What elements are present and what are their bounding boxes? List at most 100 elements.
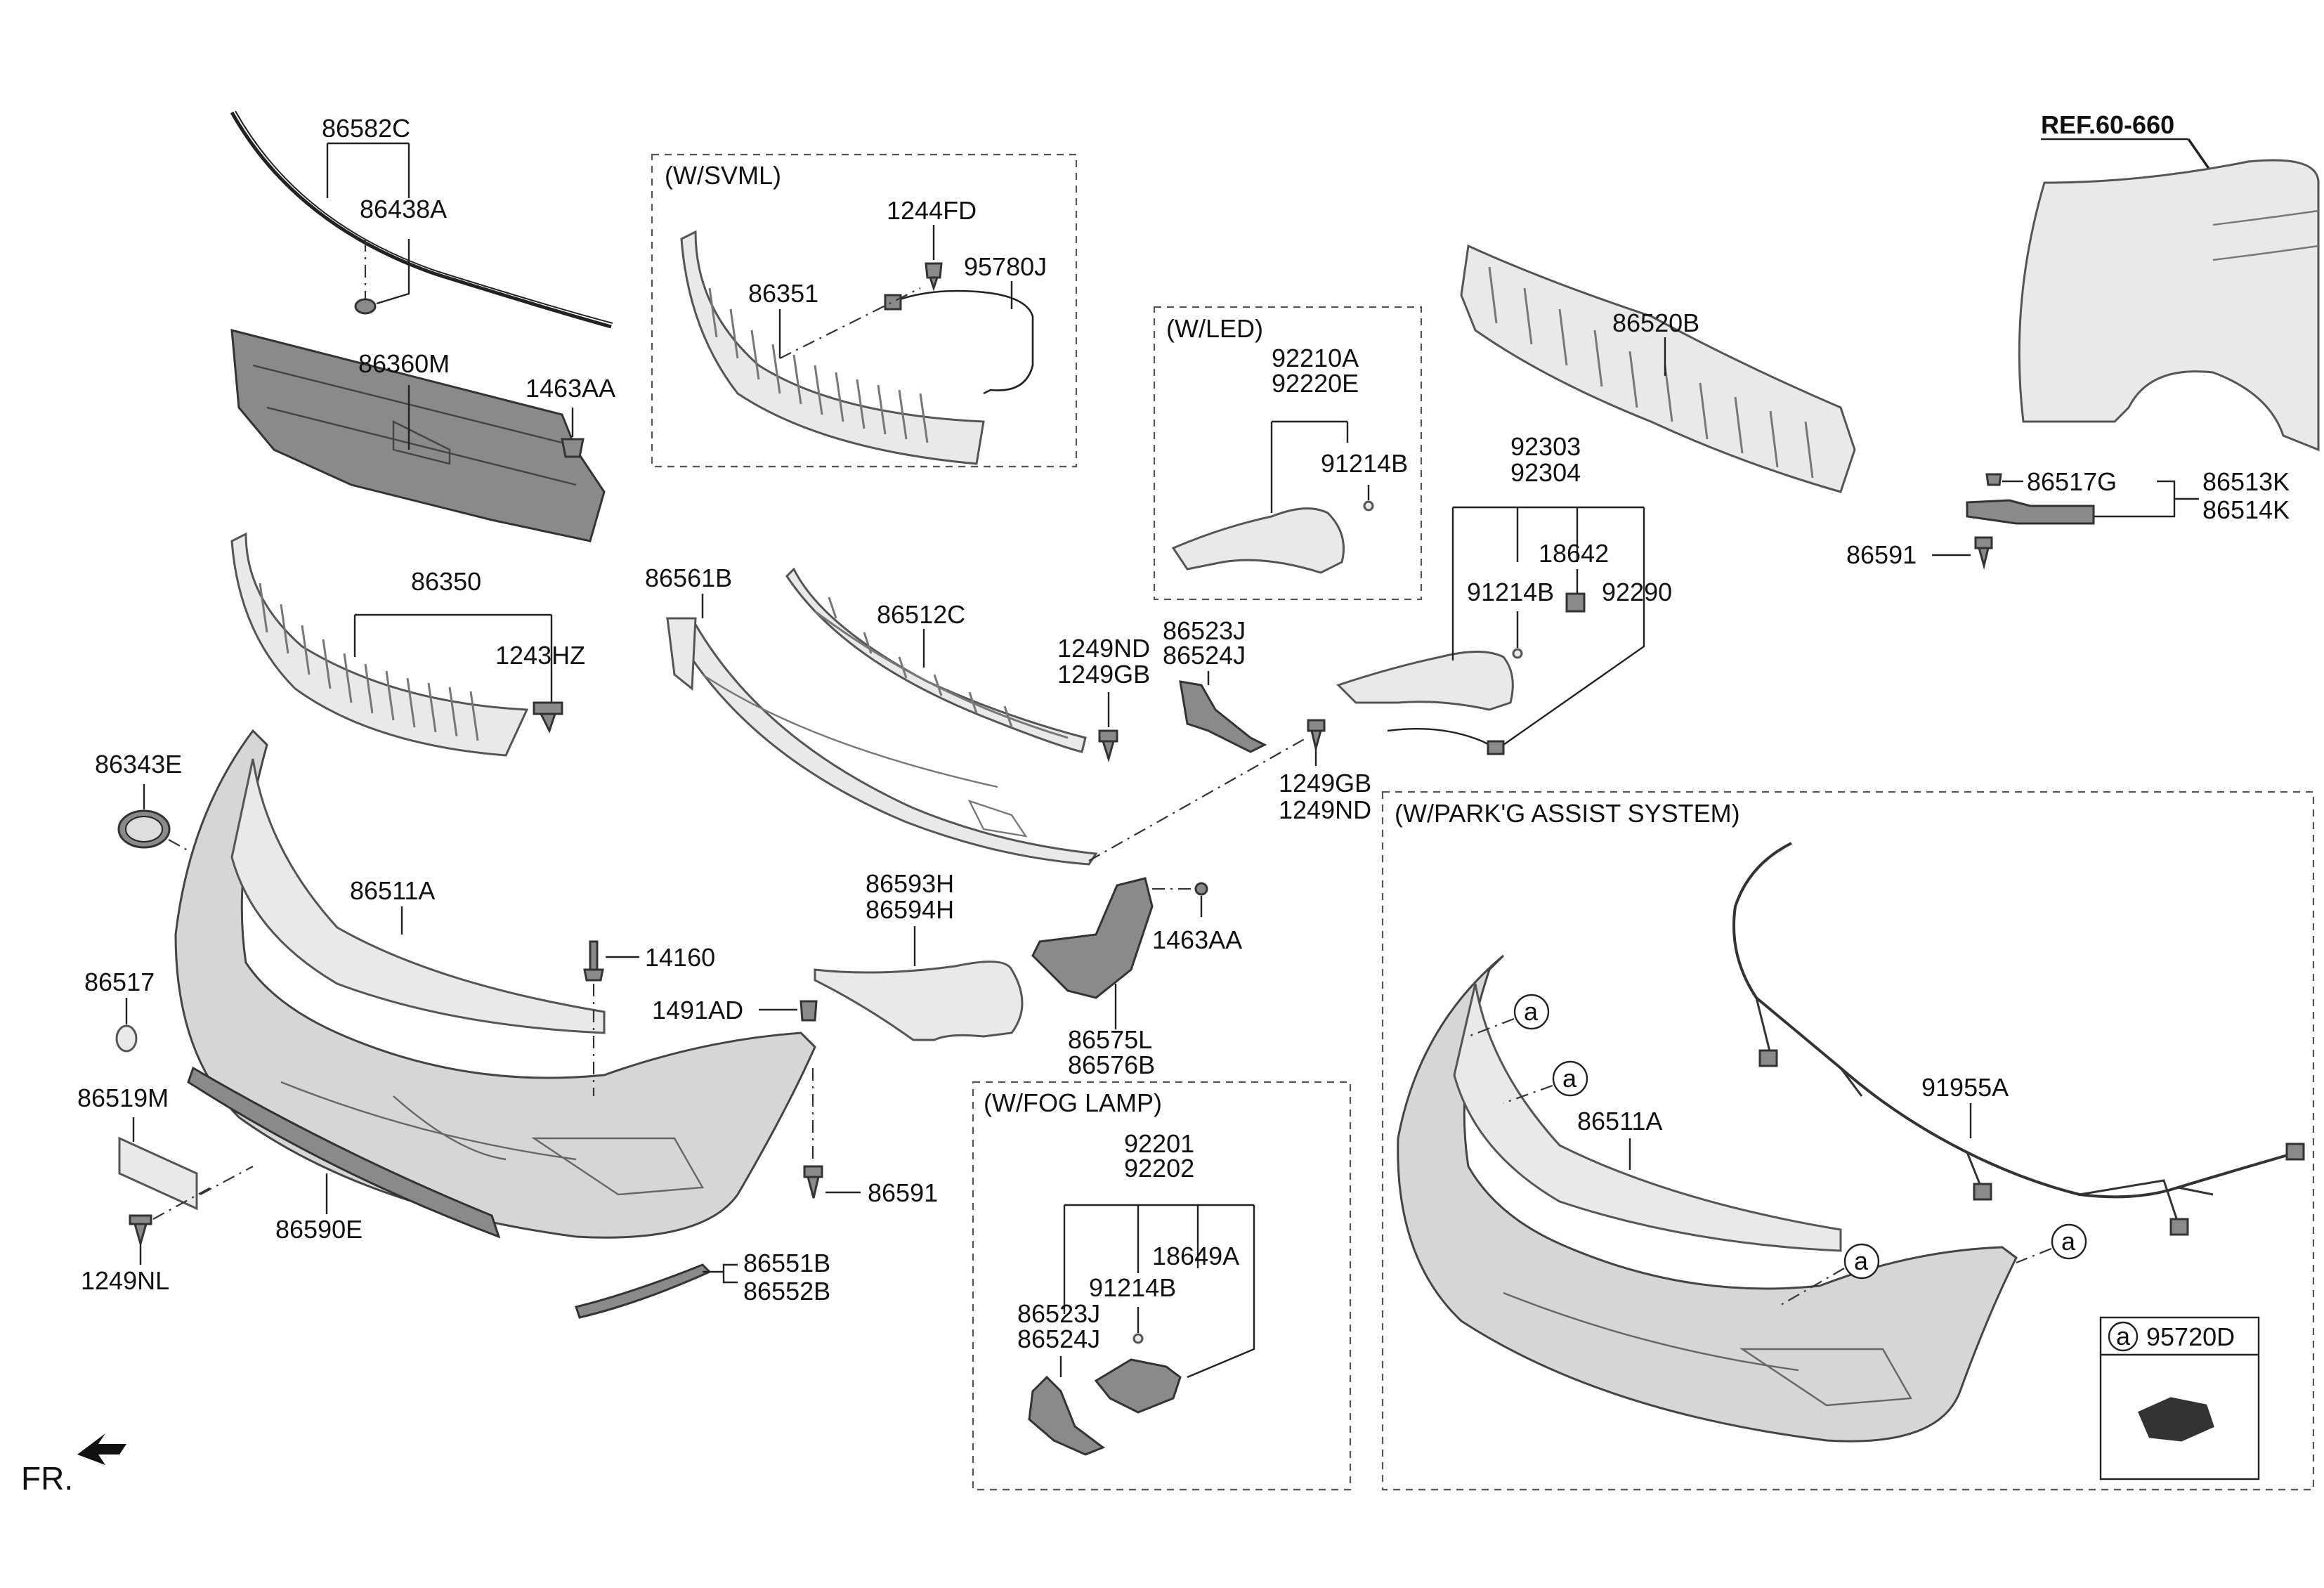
label-86511A-b: 86511A: [1577, 1107, 1662, 1135]
bolt-86591-a: [803, 1165, 823, 1199]
bulb-91214B-c: [1132, 1333, 1144, 1344]
label-86520B: 86520B: [1612, 308, 1699, 337]
sensor-marker-a-2: a: [1552, 1060, 1588, 1097]
label-18649A: 18649A: [1152, 1242, 1239, 1270]
lamp-bracket-86575L: [1031, 877, 1154, 999]
sensor-marker-a-5: a: [2108, 1321, 2139, 1352]
clip-1463AA-b: [1194, 882, 1208, 896]
clip-86438A: [354, 298, 377, 315]
label-86517: 86517: [84, 968, 155, 996]
label-86350: 86350: [411, 567, 481, 596]
screw-1243HZ: [533, 701, 563, 734]
label-86593H: 86593H: [866, 869, 954, 898]
bracket-86513K: [1966, 499, 2095, 525]
label-95780J: 95780J: [964, 252, 1047, 281]
label-91214B-c: 91214B: [1089, 1273, 1176, 1302]
bracket-86523J-a: [1179, 680, 1267, 753]
socket-18642: [1565, 592, 1586, 613]
box-park-title: (W/PARK'G ASSIST SYSTEM): [1395, 799, 1740, 828]
label-1249GB-b: 1249GB: [1279, 769, 1371, 798]
moulding-strip-86582C: [230, 111, 612, 329]
grille-86350: [230, 532, 529, 757]
drl-lamp-92303: [1336, 651, 1514, 711]
label-91214B-b: 91214B: [1467, 578, 1554, 606]
label-86343E: 86343E: [95, 750, 182, 779]
label-86591-b: 86591: [1846, 540, 1917, 569]
svg-text:a: a: [1524, 997, 1539, 1026]
screw-1249GB-b: [1307, 719, 1326, 753]
plate-bracket-86519M: [118, 1136, 198, 1211]
label-86514K: 86514K: [2202, 495, 2290, 524]
drl-lamp-92210A: [1171, 507, 1345, 574]
label-92304: 92304: [1510, 458, 1581, 487]
svg-text:a: a: [2061, 1227, 2076, 1256]
label-86360M: 86360M: [358, 349, 450, 378]
label-1463AA-a: 1463AA: [525, 374, 615, 403]
label-86519M: 86519M: [77, 1083, 169, 1112]
bulb-91214B-a: [1363, 500, 1374, 512]
label-92303: 92303: [1510, 432, 1581, 461]
harness-92290: [1387, 727, 1497, 750]
label-91955A: 91955A: [1921, 1073, 2009, 1102]
label-86575L: 86575L: [1068, 1025, 1152, 1054]
label-86523J-a: 86523J: [1163, 616, 1246, 645]
sensor-marker-a-4: a: [2051, 1223, 2087, 1260]
sensor-marker-a-3: a: [1843, 1243, 1880, 1280]
label-91214B-a: 91214B: [1321, 449, 1408, 478]
label-86582C: 86582C: [322, 114, 410, 143]
reflector-strip-86551B: [575, 1263, 712, 1319]
label-fr: FR.: [21, 1460, 73, 1497]
bolt-14160: [583, 940, 604, 982]
screw-1244FD: [925, 262, 943, 292]
box-svml-title: (W/SVML): [665, 161, 781, 190]
label-86438A: 86438A: [360, 195, 447, 223]
energy-absorber-86520B: [1460, 244, 1856, 493]
label-86517G: 86517G: [2027, 467, 2117, 496]
ultrasonic-sensor-95720D: [2138, 1397, 2214, 1442]
label-1249NL: 1249NL: [81, 1266, 169, 1295]
label-86552B: 86552B: [743, 1277, 830, 1306]
label-86511A: 86511A: [350, 876, 435, 905]
fender-ref-60-660: [2018, 159, 2320, 452]
label-86594H: 86594H: [866, 895, 954, 924]
bulb-91214B-b: [1512, 648, 1523, 659]
label-86523J-b: 86523J: [1017, 1299, 1100, 1328]
label-92290: 92290: [1602, 578, 1672, 606]
lamp-cover-86593H: [814, 961, 1024, 1041]
label-1249ND-a: 1249ND: [1057, 634, 1150, 663]
label-95720D: 95720D: [2146, 1322, 2235, 1351]
label-92201: 92201: [1124, 1129, 1194, 1158]
box-park: [1381, 790, 2315, 1491]
label-18642: 18642: [1539, 539, 1609, 568]
svg-text:a: a: [2116, 1322, 2131, 1351]
clip-86517G: [1985, 473, 2002, 486]
camera-harness-95780J: [892, 289, 1034, 395]
label-1249ND-b: 1249ND: [1279, 795, 1371, 824]
label-1491AD: 1491AD: [652, 996, 743, 1024]
label-86351: 86351: [748, 279, 818, 308]
front-bumper-86511A-b: [1397, 954, 2018, 1443]
box-led: [1153, 306, 1423, 601]
label-14160: 14160: [645, 943, 715, 972]
parking-sensor-harness-91955A: [1732, 842, 2298, 1199]
label-92202: 92202: [1124, 1154, 1194, 1183]
label-1463AA-b: 1463AA: [1152, 925, 1242, 954]
label-ref: REF.60-660: [2041, 110, 2174, 139]
label-86513K: 86513K: [2202, 467, 2290, 496]
label-92220E: 92220E: [1272, 369, 1359, 398]
label-1249GB-a: 1249GB: [1057, 660, 1150, 689]
fog-lamp-92201: [1094, 1358, 1182, 1414]
label-86561B: 86561B: [645, 564, 732, 592]
box-fog: [972, 1081, 1352, 1491]
lower-strip-86590E: [187, 1066, 501, 1239]
screw-1249NL: [129, 1214, 152, 1248]
label-1243HZ: 1243HZ: [495, 641, 585, 670]
front-arrow-icon: [77, 1433, 126, 1465]
cap-86517: [115, 1024, 138, 1053]
box-fog-title: (W/FOG LAMP): [984, 1088, 1162, 1117]
label-86524J-a: 86524J: [1163, 641, 1246, 670]
label-1244FD: 1244FD: [887, 196, 977, 225]
fog-bracket-86523J-b: [1028, 1375, 1106, 1456]
box-led-title: (W/LED): [1166, 314, 1263, 343]
